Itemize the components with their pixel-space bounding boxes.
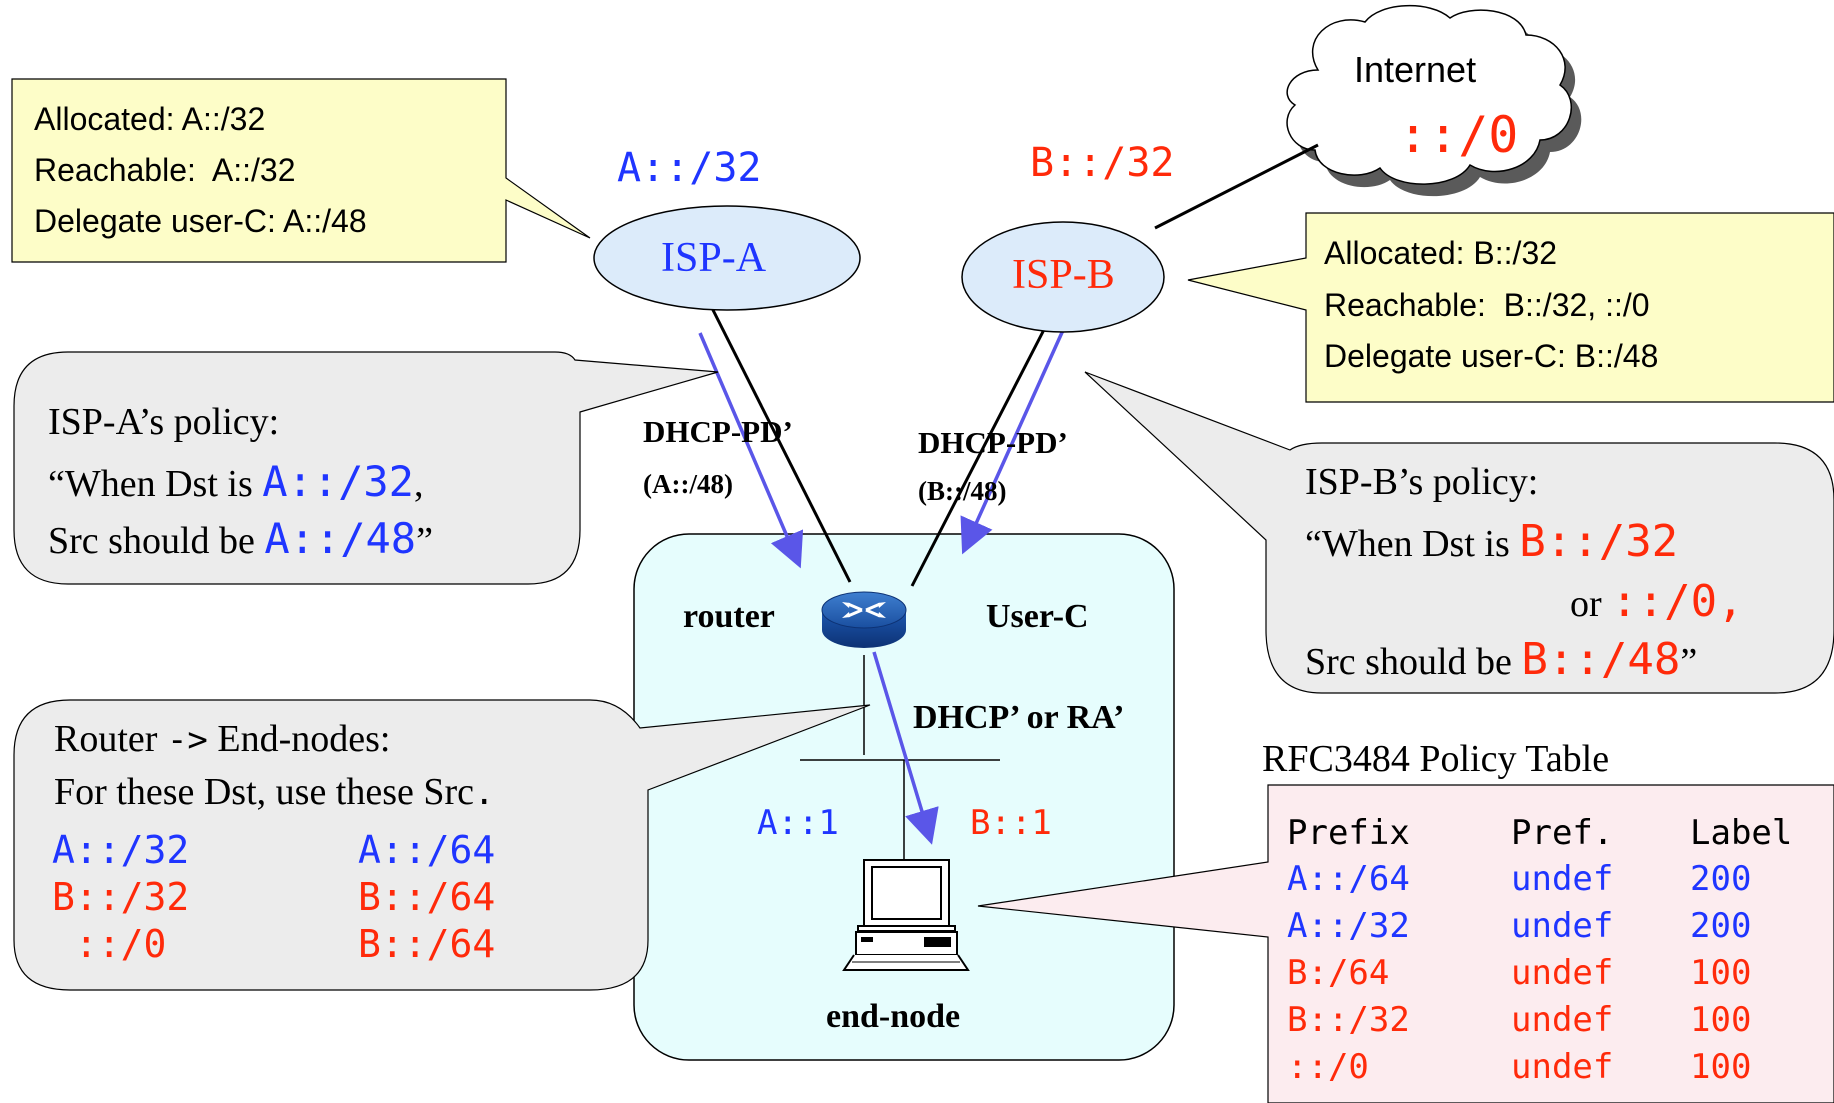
isp-b-link-sublabel: (B::/48) [918, 476, 1007, 506]
link-isp-a-router [710, 307, 852, 583]
arrow-isp-a-to-router [698, 332, 804, 569]
policy-table-label: 200 [1690, 906, 1752, 946]
isp-a-note-line-3: Delegate user-C: A::/48 [34, 203, 367, 239]
policy-table-label: 100 [1690, 1000, 1752, 1040]
user-c-label: User-C [986, 598, 1089, 635]
isp-b-policy-src: B::/48 [1521, 634, 1681, 685]
lan-label: DHCP’ or RA’ [913, 699, 1125, 736]
isp-b-policy-close-quote: ” [1680, 641, 1698, 683]
isp-b-ellipse [961, 221, 1165, 333]
policy-table-title: RFC3484 Policy Table [1262, 738, 1610, 780]
policy-table-prefix: A::/64 [1287, 859, 1410, 899]
policy-table-box [977, 784, 1834, 1103]
router-callout-line-2: For these Dst, use these Src. [54, 773, 495, 811]
end-node-label: end-node [826, 998, 961, 1035]
isp-a-policy-src: A::/48 [264, 514, 417, 563]
isp-a-prefix: A::/32 [617, 145, 762, 191]
policy-table-header-prefix: Prefix [1287, 813, 1410, 853]
isp-b-link-label: DHCP-PD’ [918, 425, 1068, 460]
router-callout-dst: A::/32 [52, 828, 190, 872]
isp-a-policy-heading: ISP-A’s policy: [48, 401, 280, 443]
policy-table-pref: undef [1511, 1047, 1614, 1087]
policy-table-prefix: B::/32 [1287, 1000, 1410, 1040]
isp-a-link-label: DHCP-PD’ [643, 414, 793, 449]
policy-table-prefix: ::/0 [1287, 1047, 1369, 1087]
router-callout-src: B::/64 [358, 875, 496, 919]
end-node-address-b: B::1 [970, 803, 1052, 843]
isp-b-policy-heading: ISP-B’s policy: [1305, 461, 1539, 503]
isp-b-policy-dst: B::/32 [1519, 516, 1679, 567]
link-isp-b-internet [1154, 143, 1319, 230]
internet-cloud [1286, 4, 1582, 197]
router-callout-dst: ::/0 [52, 922, 167, 966]
router-callout-line-1: Router -> End-nodes: [54, 720, 390, 758]
isp-a-policy-callout [13, 351, 719, 585]
end-node-address-a: A::1 [757, 803, 839, 843]
policy-table-prefix: A::/32 [1287, 906, 1410, 946]
isp-a-policy-when: “When Dst is [48, 463, 263, 505]
isp-b-policy-line-2: “When Dst is B::/32 [1305, 520, 1678, 564]
isp-a-policy-src-text: Src should be [48, 520, 265, 562]
isp-b-prefix: B::/32 [1030, 140, 1175, 186]
internet-prefix: ::/0 [1398, 106, 1519, 164]
isp-a-policy-close-quote: ” [416, 520, 433, 562]
router-icon [821, 591, 907, 648]
isp-a-note-line-2: Reachable: A::/32 [34, 152, 296, 188]
internet-label: Internet [1354, 49, 1477, 90]
router-callout-src: A::/64 [358, 828, 496, 872]
router-label: router [683, 598, 775, 635]
policy-table-pref: undef [1511, 906, 1614, 946]
isp-b-policy-callout [1084, 371, 1834, 694]
policy-table-pref: undef [1511, 953, 1614, 993]
isp-b-label: ISP-B [1012, 252, 1115, 298]
policy-table-header-label: Label [1690, 813, 1793, 853]
router-callout-dot: . [474, 773, 495, 813]
isp-b-policy-when: “When Dst is [1305, 523, 1520, 565]
isp-a-policy-line-2: “When Dst is A::/32, [48, 461, 424, 505]
arrow-isp-b-to-router [960, 327, 1066, 555]
isp-a-label: ISP-A [661, 235, 767, 281]
computer-icon [842, 859, 970, 971]
router-callout-arrow: -> [166, 720, 208, 760]
isp-a-policy-line-3: Src should be A::/48” [48, 518, 433, 562]
policy-table-header-pref: Pref. [1511, 813, 1614, 853]
link-isp-b-router [910, 317, 1052, 587]
router-callout-dst: B::/32 [52, 875, 190, 919]
isp-a-ellipse [593, 205, 861, 311]
isp-b-note-line-1: Allocated: B::/32 [1324, 235, 1558, 271]
isp-b-note-box [1187, 212, 1834, 403]
isp-b-policy-default: ::/0, [1611, 576, 1744, 627]
isp-b-note-line-2: Reachable: B::/32, ::/0 [1324, 287, 1650, 323]
policy-table-pref: undef [1511, 859, 1614, 899]
isp-b-note-line-3: Delegate user-C: B::/48 [1324, 338, 1659, 374]
isp-b-policy-src-text: Src should be [1305, 641, 1522, 683]
router-callout-src: B::/64 [358, 922, 496, 966]
arrow-router-to-end-node [872, 651, 939, 845]
policy-table-label: 100 [1690, 953, 1752, 993]
isp-a-note-box [11, 78, 591, 263]
policy-table-label: 200 [1690, 859, 1752, 899]
isp-a-policy-dst: A::/32 [262, 457, 414, 506]
policy-table-prefix: B:/64 [1287, 953, 1390, 993]
router-callout-router: Router [54, 718, 167, 760]
router-callout-end-nodes: End-nodes: [207, 718, 391, 760]
isp-a-link-sublabel: (A::/48) [643, 469, 733, 499]
isp-a-note-line-1: Allocated: A::/32 [34, 101, 266, 137]
policy-table-pref: undef [1511, 1000, 1614, 1040]
isp-b-policy-or: or [1570, 583, 1612, 625]
isp-b-policy-line-3: or ::/0, [1570, 580, 1744, 624]
isp-a-policy-comma: , [413, 463, 424, 505]
isp-b-policy-line-4: Src should be B::/48” [1305, 638, 1697, 682]
router-policy-callout [13, 699, 871, 991]
policy-table-label: 100 [1690, 1047, 1752, 1087]
router-callout-instruction: For these Dst, use these Src [54, 771, 475, 813]
